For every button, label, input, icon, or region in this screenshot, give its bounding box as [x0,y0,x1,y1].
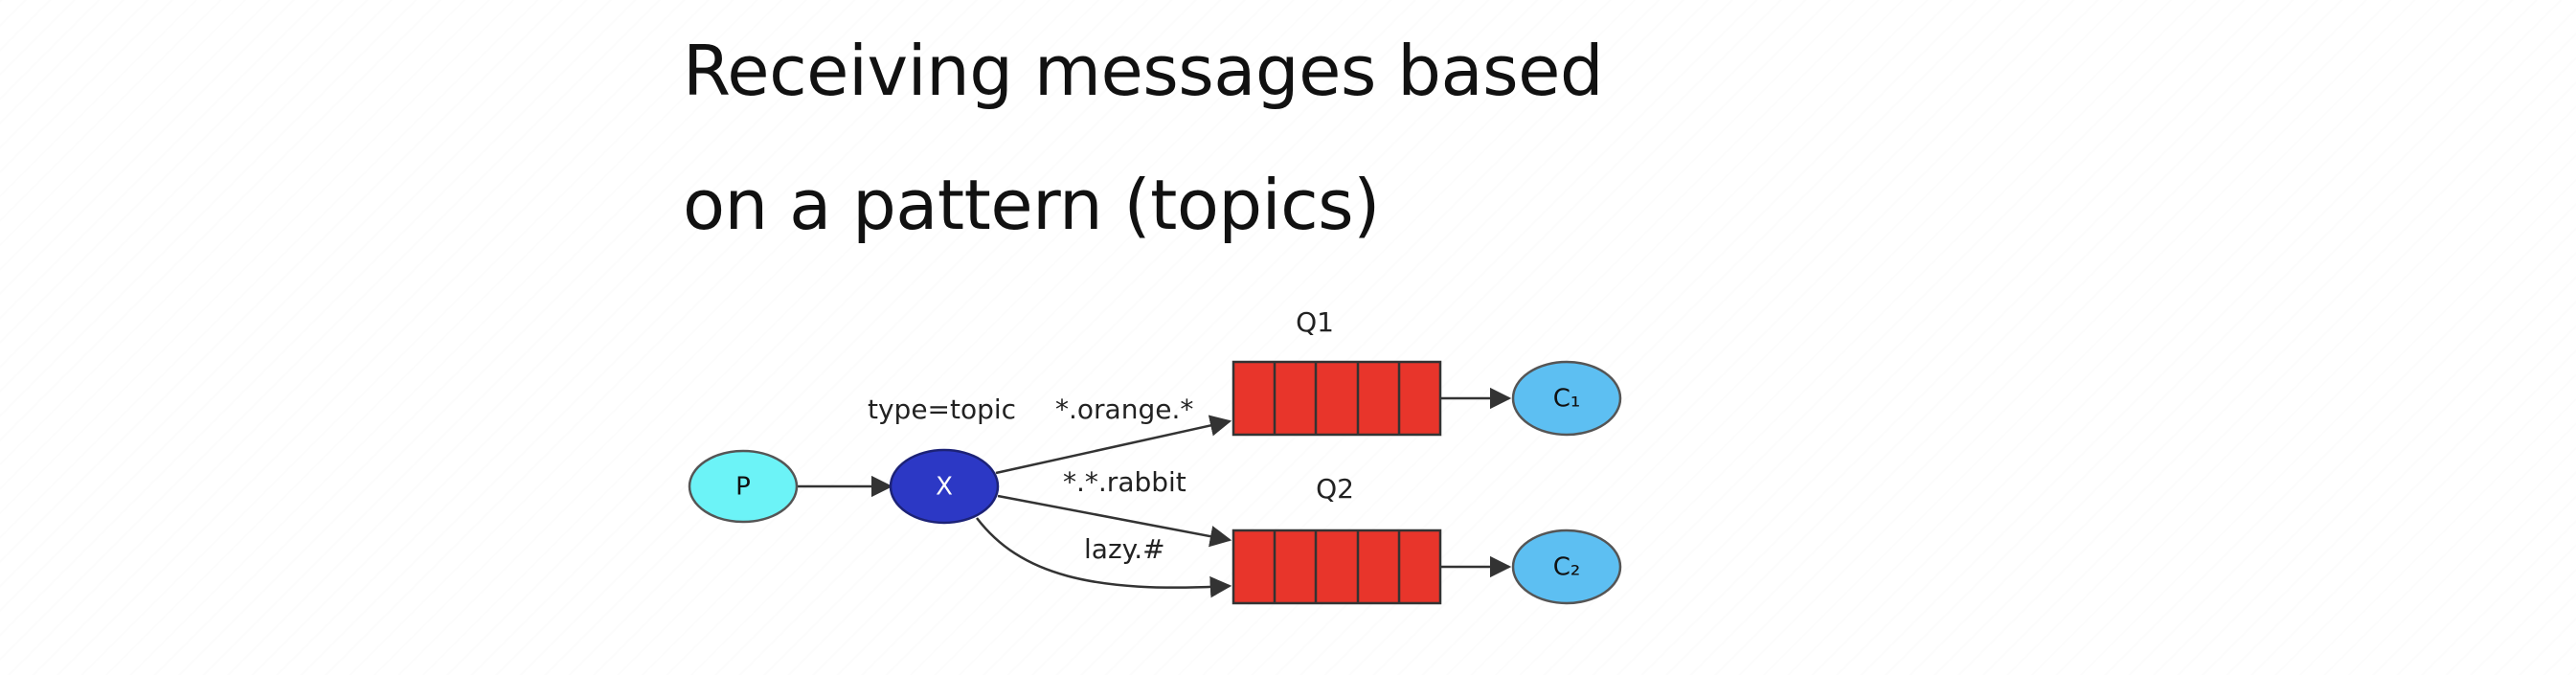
edge-exchange-q2-lazy [976,517,1232,598]
producer-label: P [735,473,751,502]
binding-label-q2-rabbit: *.*.rabbit [1063,466,1186,498]
binding-label-q1: *.orange.* [1055,394,1193,425]
consumer-c2-node: C₂ [1511,529,1622,605]
queue-q2 [1232,529,1442,605]
page-title-line-2: on a pattern (topics) [683,165,1380,245]
consumer-c1-label: C₁ [1553,385,1581,414]
queue-q1 [1232,360,1442,437]
consumer-c1-node: C₁ [1511,360,1622,437]
edge-exchange-q1 [995,415,1232,475]
exchange-type-label: type=topic [868,394,1016,425]
queue-q1-label: Q1 [1296,306,1334,338]
page-title-line-1: Receiving messages based [683,31,1604,111]
exchange-label: X [936,473,953,502]
exchange-node: X [889,448,1000,525]
queue-q2-label: Q2 [1316,473,1354,505]
producer-node: P [688,449,799,524]
edge-exchange-q2 [997,494,1232,548]
consumer-c2-label: C₂ [1553,553,1581,582]
binding-label-q2-lazy: lazy.# [1084,533,1165,565]
